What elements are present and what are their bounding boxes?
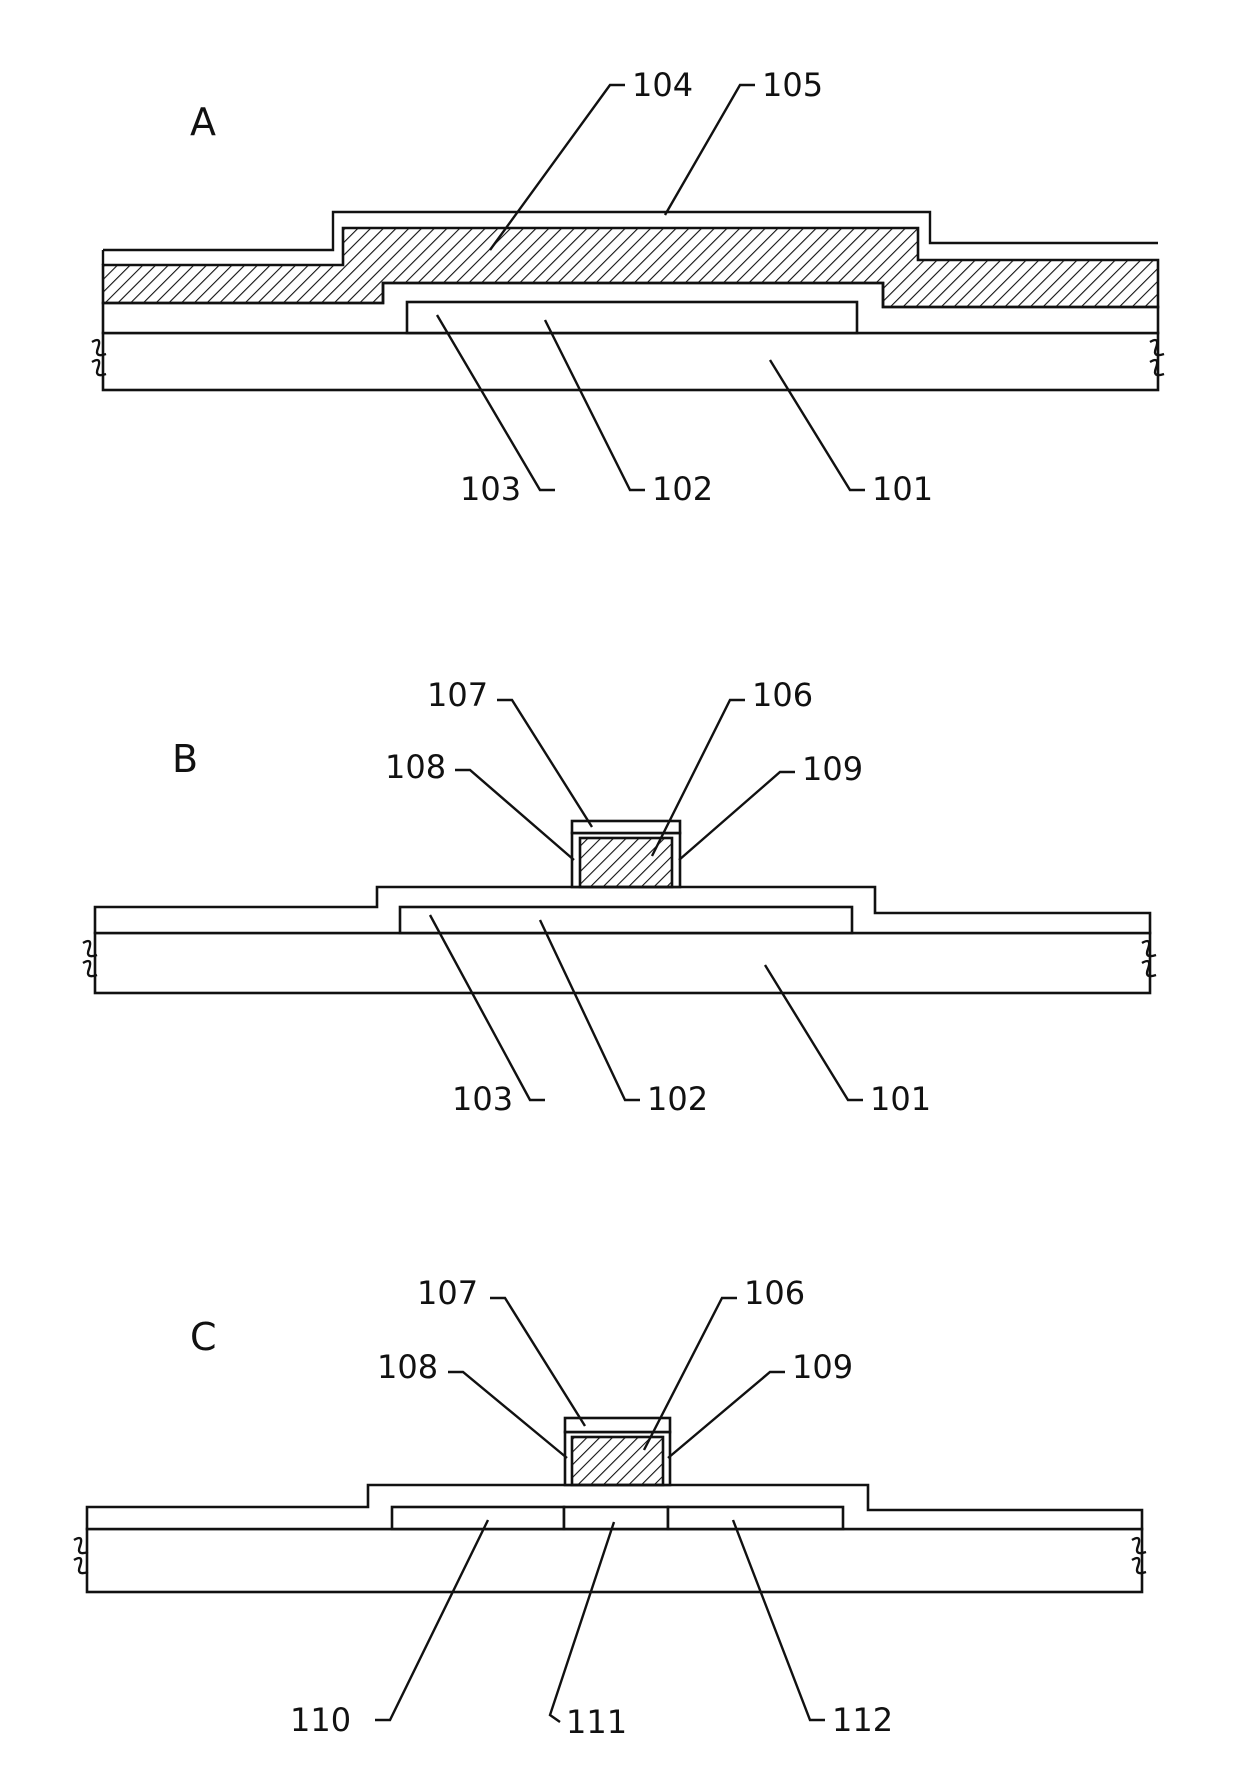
substrate-101 <box>103 333 1158 390</box>
leader-104 <box>490 85 625 250</box>
ref-106: 106 <box>744 1274 805 1312</box>
ref-108: 108 <box>385 748 446 786</box>
ref-110: 110 <box>290 1701 351 1739</box>
ref-111: 111 <box>566 1703 627 1741</box>
leader-108 <box>455 770 574 860</box>
active-layer-102 <box>400 907 852 933</box>
ref-103: 103 <box>452 1080 513 1118</box>
panel-a-label: A <box>190 100 216 144</box>
panel-b-label: B <box>172 737 198 781</box>
ref-101: 101 <box>870 1080 931 1118</box>
ref-112: 112 <box>832 1701 893 1739</box>
ref-107: 107 <box>417 1274 478 1312</box>
ref-104: 104 <box>632 66 693 104</box>
leader-107 <box>497 700 592 827</box>
gate-electrode-106 <box>572 1437 663 1485</box>
leader-108 <box>448 1372 567 1458</box>
substrate-101 <box>95 933 1150 993</box>
leader-109 <box>668 1372 785 1458</box>
leader-109 <box>679 772 795 860</box>
source-region-110 <box>392 1507 564 1529</box>
ref-107: 107 <box>427 676 488 714</box>
ref-109: 109 <box>802 750 863 788</box>
ref-106: 106 <box>752 676 813 714</box>
panel-b: B 107 106 108 109 103 102 101 <box>83 676 1156 1118</box>
leader-105 <box>665 85 755 215</box>
panel-c: C 107 106 108 109 110 111 112 <box>74 1274 1146 1741</box>
drain-region-112 <box>668 1507 843 1529</box>
ref-108: 108 <box>377 1348 438 1386</box>
panel-c-label: C <box>190 1315 217 1359</box>
ref-101: 101 <box>872 470 933 508</box>
ref-109: 109 <box>792 1348 853 1386</box>
panel-a: A 104 105 103 102 101 <box>92 66 1164 508</box>
ref-102: 102 <box>652 470 713 508</box>
ref-103: 103 <box>460 470 521 508</box>
active-layer-102 <box>407 302 857 333</box>
ref-105: 105 <box>762 66 823 104</box>
ref-102: 102 <box>647 1080 708 1118</box>
channel-region-111 <box>564 1507 668 1529</box>
substrate <box>87 1529 1142 1592</box>
